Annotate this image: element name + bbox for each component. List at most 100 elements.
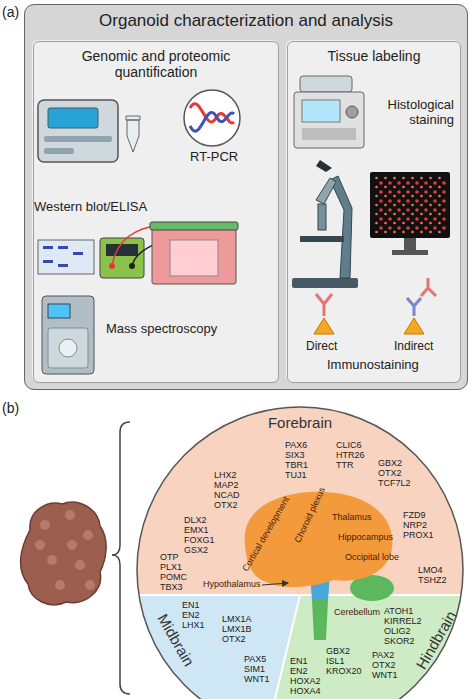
label: Mass spectroscopy	[106, 322, 217, 337]
monitor	[370, 172, 450, 238]
label: Histological staining	[366, 98, 454, 128]
pcr-machine	[44, 148, 74, 154]
western-blot	[150, 222, 238, 230]
gene-list: GBX2 OTX2 TCF7L2	[378, 458, 411, 488]
outer-panel: Organoid characterization and analysisGe…	[24, 4, 468, 390]
dna-circle	[184, 90, 240, 146]
gene-list: GBX2 ISL1 KROX20	[326, 646, 362, 676]
western-blot	[100, 238, 144, 278]
brain-illustration	[245, 492, 394, 640]
mass-spectrometer	[48, 304, 70, 318]
panel-heading: Tissue labeling	[288, 42, 460, 64]
western-blot	[38, 222, 238, 284]
mass-spectrometer	[48, 328, 88, 368]
gene-list: EN1 EN2 LHX1	[182, 600, 205, 630]
label: Western blot/ELISA	[34, 200, 147, 215]
antibodies	[407, 298, 421, 316]
antibodies	[314, 278, 436, 334]
western-blot	[38, 240, 94, 274]
brain-illustration	[312, 600, 328, 640]
gene-list: PAX5 SIM1 WNT1	[244, 654, 270, 684]
western-blot	[152, 228, 236, 284]
cryostat	[294, 92, 364, 148]
gene-list: DLX2 EMX1 FOXG1 GSX2	[184, 515, 215, 555]
pcr-machine	[38, 100, 118, 162]
brain-illustration	[262, 583, 288, 585]
microscope	[330, 176, 352, 278]
mass-spectrometer	[59, 339, 77, 357]
label: Indirect	[394, 340, 433, 354]
panel-grounds	[24, 4, 468, 390]
monitor	[374, 176, 446, 234]
gene-list: LHX2 MAP2 NCAD OTX2	[214, 470, 240, 510]
monitor	[404, 238, 416, 250]
organoid	[85, 580, 95, 590]
region-circle	[137, 407, 463, 699]
label: (a)	[2, 4, 19, 20]
western-blot	[43, 246, 53, 249]
organoid	[67, 540, 77, 550]
bracket	[112, 422, 130, 694]
organoid	[21, 502, 106, 605]
structure-label: Hippocampus	[338, 532, 393, 542]
pcr-machine	[126, 116, 140, 152]
brain-regions	[0, 595, 300, 699]
antibodies	[314, 318, 334, 334]
organoid	[83, 530, 93, 540]
western-blot	[58, 264, 68, 267]
microscope	[316, 178, 336, 204]
organoid	[65, 510, 75, 520]
panel-grounds	[286, 40, 460, 382]
organoid	[40, 520, 50, 530]
monitor	[370, 172, 450, 255]
structure-label: Occipital lobe	[345, 552, 399, 562]
gene-list: FZD9 NRP2 PROX1	[403, 510, 434, 540]
antibodies	[404, 318, 424, 334]
panel-heading: Genomic and proteomic quantification	[34, 42, 278, 80]
label: (b)	[2, 400, 19, 416]
organoid	[47, 555, 57, 565]
label: Forebrain	[268, 414, 332, 431]
brain-regions	[0, 595, 474, 699]
western-blot	[106, 244, 138, 256]
monitor	[392, 250, 428, 255]
microscope	[300, 236, 344, 242]
structure-label: Hypothalamus	[203, 579, 261, 589]
western-blot	[73, 252, 83, 255]
western-blot	[170, 240, 218, 276]
mass-spectrometer	[42, 296, 94, 374]
dna-circle	[184, 90, 240, 146]
organoid	[35, 510, 95, 590]
panel-heading: Organoid characterization and analysis	[25, 5, 467, 31]
gene-list: ATOH1 KIRREL2 OLIG2 SKOR2	[384, 606, 422, 646]
gene-list: CLIC6 HTR26 TTR	[336, 440, 365, 470]
cryostat	[300, 76, 352, 92]
label: Direct	[306, 340, 337, 354]
gene-list: PAX2 OTX2 WNT1	[372, 650, 398, 680]
antibodies	[316, 294, 332, 316]
antibodies	[421, 278, 436, 296]
gene-list: LMX1A LMX1B OTX2	[222, 614, 252, 644]
gene-list: OTP PLX1 POMC TBX3	[160, 552, 187, 592]
cryostat	[302, 100, 340, 122]
label: Immunostaining	[327, 358, 419, 373]
panel-grounds	[32, 40, 278, 382]
western-blot	[58, 246, 68, 249]
organoid	[75, 560, 85, 570]
structure-label: Thalamus	[332, 512, 372, 522]
pcr-machine	[38, 100, 140, 162]
cryostat	[294, 76, 364, 148]
gene-list: LMO4 TSHZ2	[418, 565, 447, 585]
label: RT-PCR	[190, 150, 238, 165]
pcr-machine	[44, 136, 112, 142]
organoid	[35, 540, 45, 550]
microscope	[316, 160, 332, 172]
microscope	[292, 160, 358, 288]
pcr-machine	[48, 108, 98, 128]
gene-list: PAX6 SIX3 TBR1 TUJ1	[285, 440, 308, 480]
dna-circle	[190, 113, 234, 132]
organoid	[55, 580, 65, 590]
panel-grounds	[24, 4, 468, 390]
gene-list: EN1 EN2 HOXA2 HOXA4	[290, 656, 321, 696]
